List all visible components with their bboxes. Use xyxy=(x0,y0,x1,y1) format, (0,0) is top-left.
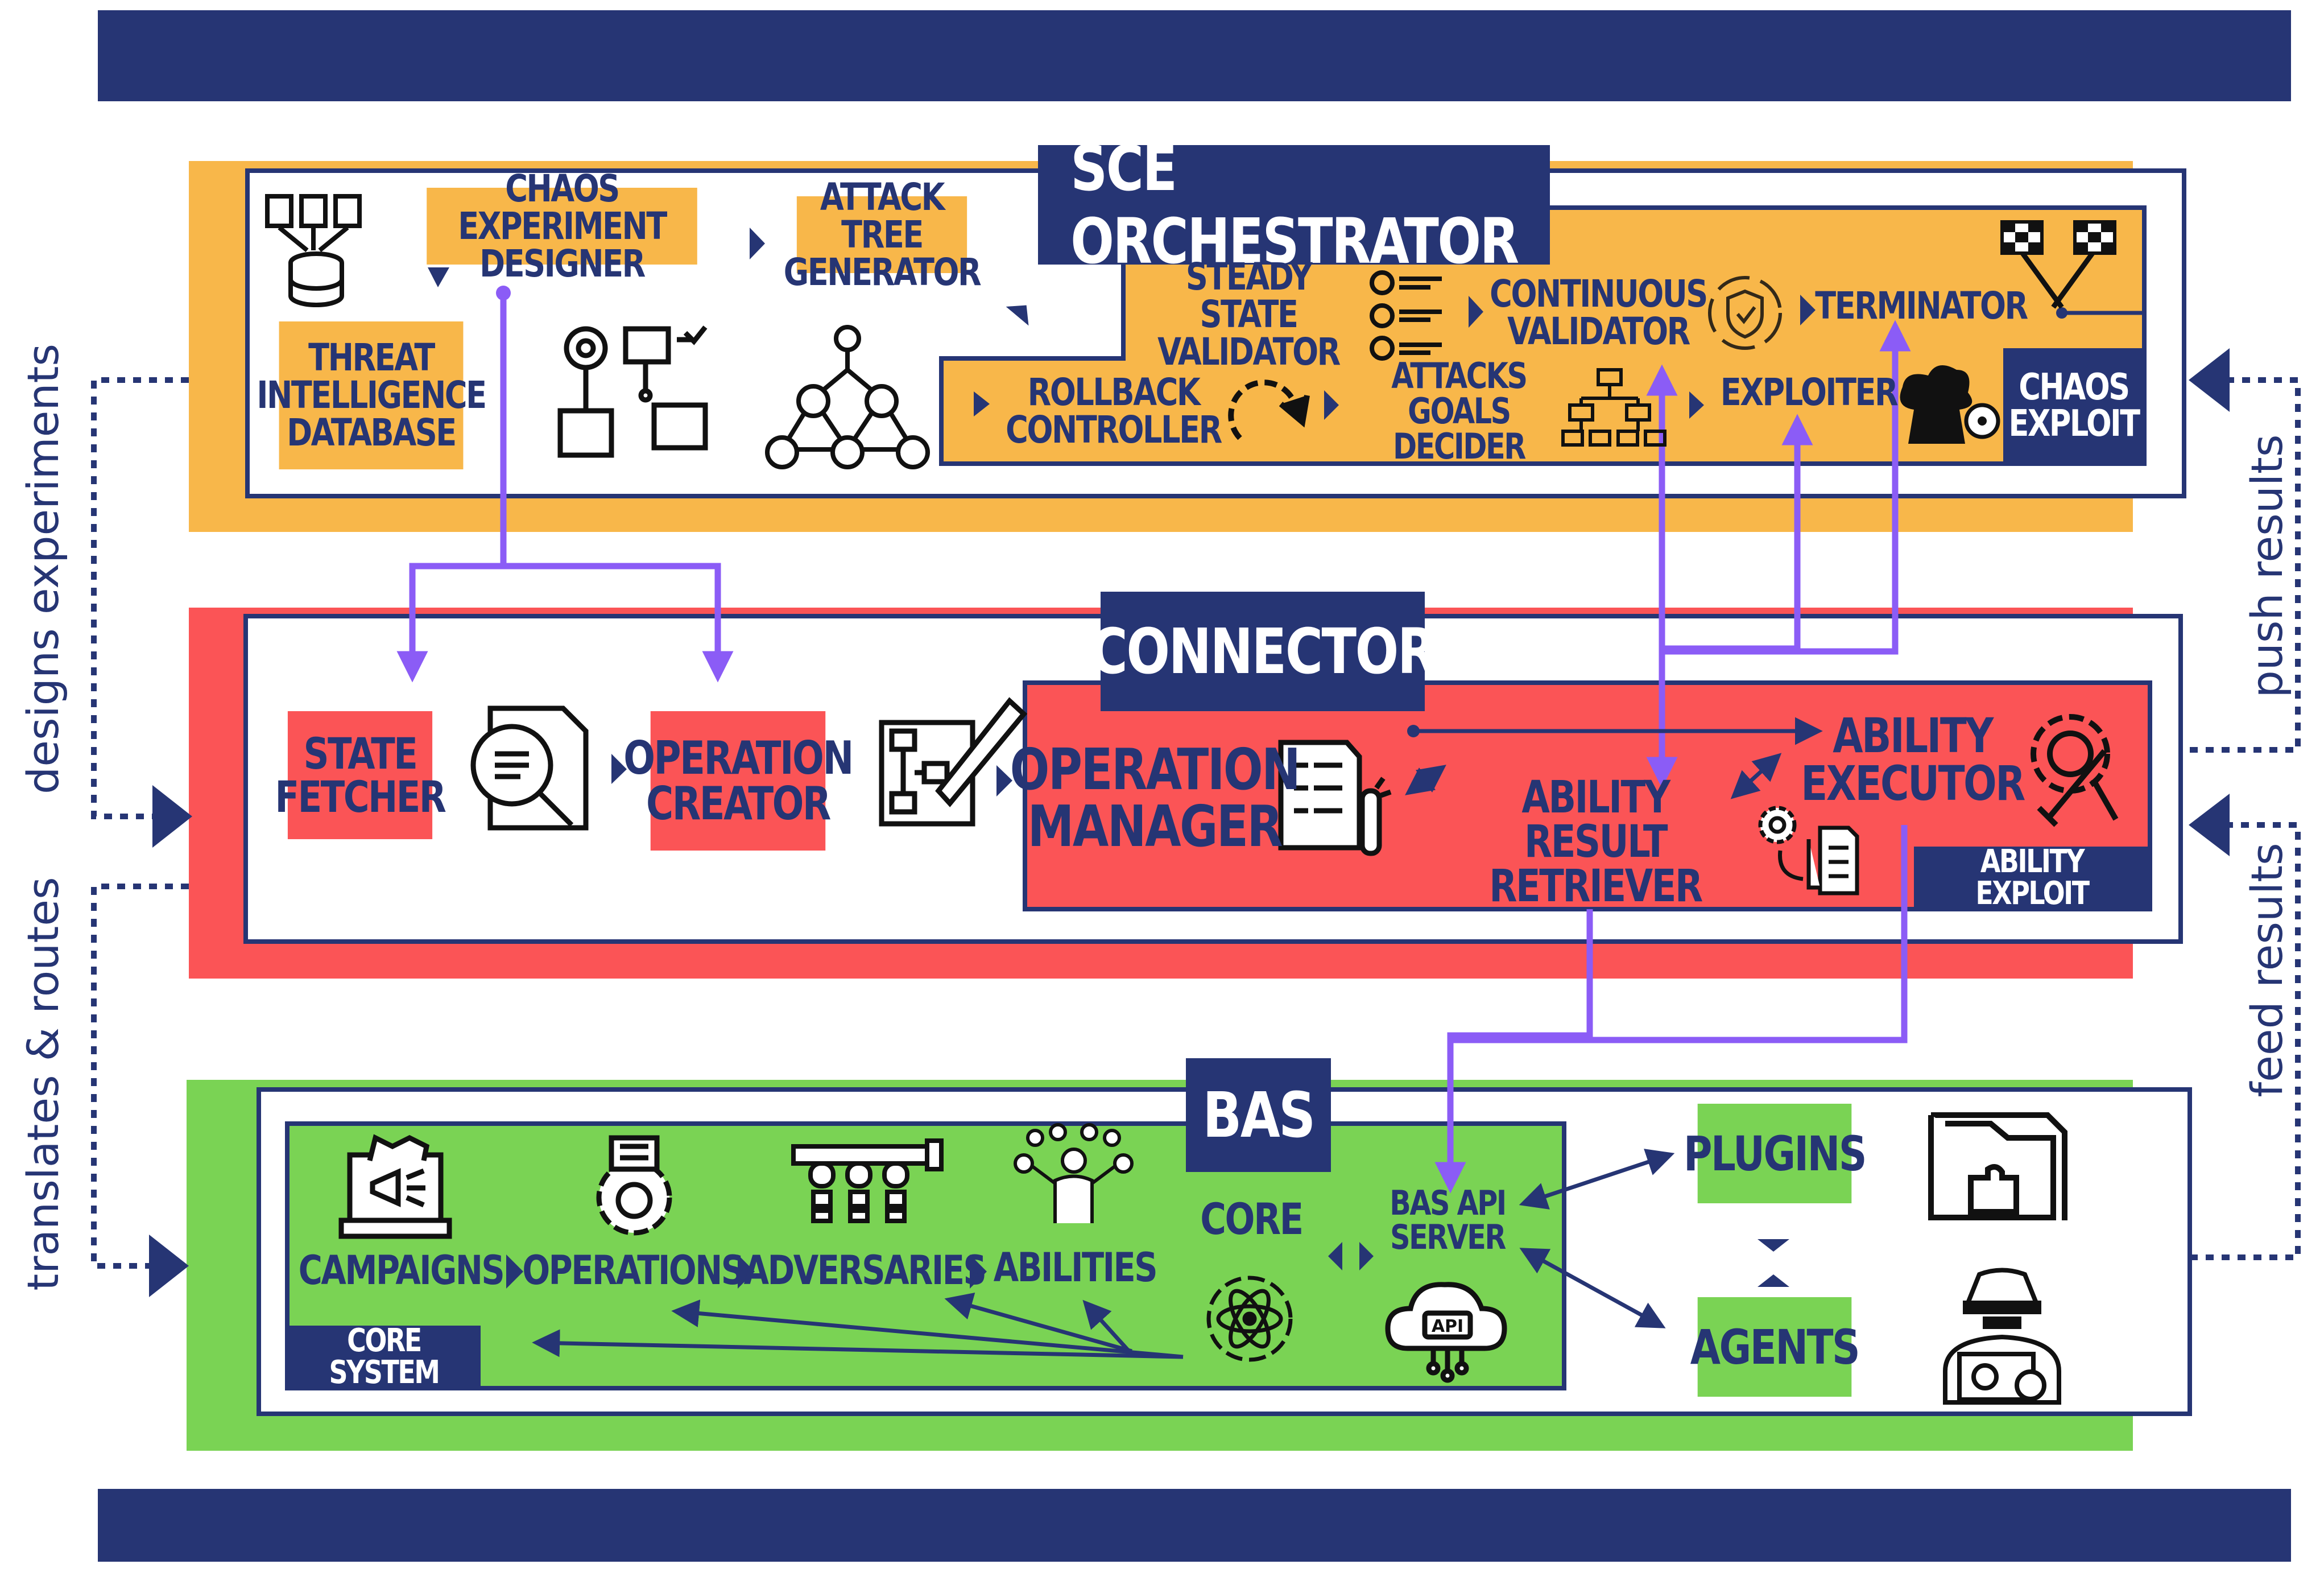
chaos-exploit-badge xyxy=(2003,348,2144,462)
ability-executor: ABILITY EXECUTOR xyxy=(1801,708,2025,811)
checklist-icon xyxy=(1370,270,1442,361)
connector-title: CONNECTOR xyxy=(1090,592,1437,711)
tree-network-icon xyxy=(765,325,930,469)
shield-cycle-icon xyxy=(1708,276,1782,350)
core-system-label: CORE SYSTEM xyxy=(329,1322,440,1391)
agents: AGENTS xyxy=(1690,1297,1860,1397)
gear-document-icon xyxy=(1758,806,1859,895)
core-system-badge xyxy=(287,1326,481,1388)
api-plugins-link xyxy=(1519,1149,1675,1210)
sce-title: SCE ORCHESTRATOR xyxy=(1038,132,1550,278)
clipboard-test-icon xyxy=(1278,740,1392,856)
core: CORE xyxy=(1200,1193,1304,1244)
side-flows xyxy=(91,377,2301,1269)
adversaries: ADVERSARIES xyxy=(743,1247,987,1294)
exploiter: EXPLOITER xyxy=(1720,370,1899,414)
explosion-icon xyxy=(1900,365,2000,444)
plugins: PLUGINS xyxy=(1684,1104,1867,1203)
gear-robot-icon xyxy=(596,1135,672,1236)
campaigns: CAMPAIGNS xyxy=(298,1247,505,1294)
threat-intelligence-database: THREAT INTELLIGENCE DATABASE xyxy=(257,321,487,469)
atom-icon xyxy=(1206,1276,1293,1362)
rollback-controller: ROLLBACK CONTROLLER xyxy=(1006,370,1222,452)
bas-api-server: BAS API SERVER xyxy=(1390,1183,1507,1257)
ability-result-retriever: ABILITY RESULT RETRIEVER xyxy=(1489,772,1703,912)
gear-wrench-icon xyxy=(2031,714,2119,827)
bottom-banner xyxy=(98,1489,2291,1562)
side-arrowhead xyxy=(2189,794,2230,856)
continuous-validator: CONTINUOUS VALIDATOR xyxy=(1490,272,1708,353)
chaos-exploit-label: CHAOS EXPLOIT xyxy=(2008,366,2140,445)
operation-creator: OPERATION CREATOR xyxy=(623,711,854,851)
terminator: TERMINATOR xyxy=(1815,284,2028,328)
feed-results-label: feed results xyxy=(2241,843,2292,1097)
operations: OPERATIONS xyxy=(522,1247,745,1294)
top-banner xyxy=(98,10,2291,101)
om-retriever-link xyxy=(1405,765,1446,795)
api-icon-text: API xyxy=(1432,1317,1463,1336)
hierarchy-icon xyxy=(1561,368,1667,447)
megaphone-laptop-icon xyxy=(338,1134,452,1239)
retriever-executor-link xyxy=(1730,753,1782,799)
person-skills-icon xyxy=(1014,1123,1134,1223)
gears-flow-icon xyxy=(557,325,708,458)
core-adversaries-link xyxy=(944,1293,1132,1353)
documents-database-icon xyxy=(265,194,362,307)
folder-puzzle-icon xyxy=(1928,1112,2067,1220)
state-fetcher: STATE FETCHER xyxy=(275,711,446,839)
core-abilities-link xyxy=(1082,1299,1131,1353)
magnifier-document-icon xyxy=(470,705,589,831)
rotate-arrow-icon xyxy=(1228,379,1310,440)
checkered-flags-icon xyxy=(2000,220,2116,309)
core-operations-link xyxy=(671,1299,1184,1359)
ability-exploit-label: ABILITY EXPLOIT xyxy=(1975,843,2090,912)
hacker-icon xyxy=(1943,1268,2061,1405)
push-results-label: push results xyxy=(2241,434,2292,698)
flowchart-pen-icon xyxy=(879,697,1028,827)
flow-chevrons xyxy=(428,228,1816,1289)
abilities: ABILITIES xyxy=(993,1244,1158,1291)
designs-experiments-label: designs experiments xyxy=(17,344,68,794)
api-agents-link xyxy=(1519,1248,1666,1328)
operation-manager: OPERATION MANAGER xyxy=(1010,736,1301,860)
translates-routes-label: translates & routes xyxy=(17,877,68,1291)
pipeline-icon xyxy=(791,1138,944,1223)
chaos-experiment-designer: CHAOS EXPERIMENT DESIGNER xyxy=(427,170,697,282)
side-arrowhead xyxy=(149,1235,189,1297)
attack-tree-generator: ATTACK TREE GENERATOR xyxy=(783,175,982,294)
ability-exploit-badge xyxy=(1914,847,2150,909)
bas-title: BAS xyxy=(1186,1058,1331,1172)
cloud-api-icon xyxy=(1385,1282,1507,1383)
purple-flows xyxy=(396,293,1911,1194)
side-arrowhead xyxy=(152,785,192,848)
steady-state-validator: STEADY STATE VALIDATOR xyxy=(1157,255,1341,374)
side-arrowhead xyxy=(2189,348,2230,412)
attacks-goals-decider: ATTACKS GOALS DECIDER xyxy=(1391,355,1528,467)
core-campaigns-link xyxy=(532,1329,1184,1359)
